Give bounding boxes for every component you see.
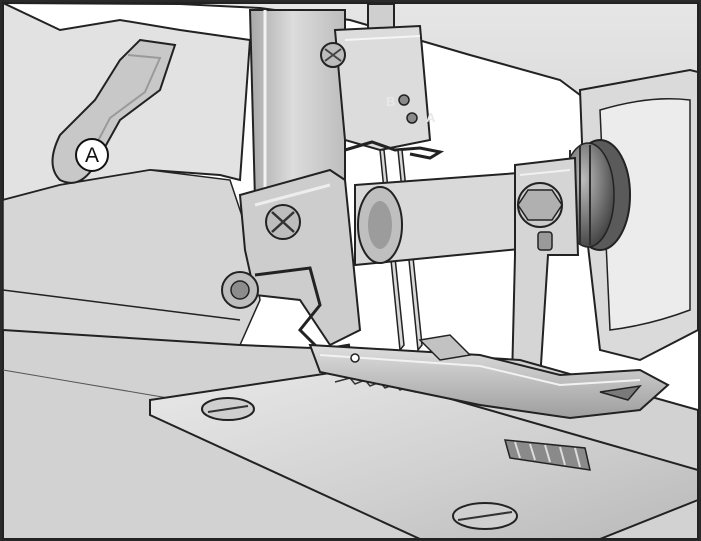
machine-casing xyxy=(1,1,699,362)
callout-a-label: A xyxy=(85,144,99,167)
foot-holder xyxy=(221,168,362,352)
foot-hinge-arm xyxy=(510,156,580,381)
presser-foot xyxy=(308,334,670,420)
presser-shaft xyxy=(354,168,561,267)
needle-screw-b-label: B xyxy=(386,94,395,109)
callout-a: A xyxy=(75,138,109,172)
needle-screw-a-label: A xyxy=(426,110,436,125)
needle-clamp: B A xyxy=(320,3,445,160)
needle-plate xyxy=(149,368,699,540)
